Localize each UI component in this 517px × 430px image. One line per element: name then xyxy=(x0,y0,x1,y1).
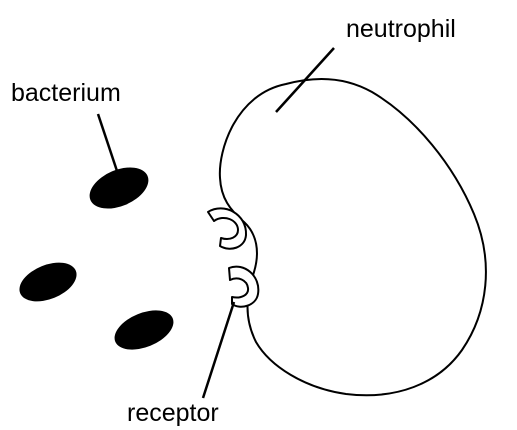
neutrophil-cell xyxy=(220,79,486,395)
neutrophil-label: neutrophil xyxy=(346,15,456,43)
bacterium-leader-line xyxy=(98,114,117,171)
bacterium-top xyxy=(83,159,154,216)
bacterium-bottom xyxy=(109,303,179,358)
receptor-leader-line xyxy=(203,302,234,398)
bacterium-label: bacterium xyxy=(11,79,121,107)
bacterium-left xyxy=(14,255,82,309)
receptor-label: receptor xyxy=(127,399,219,427)
